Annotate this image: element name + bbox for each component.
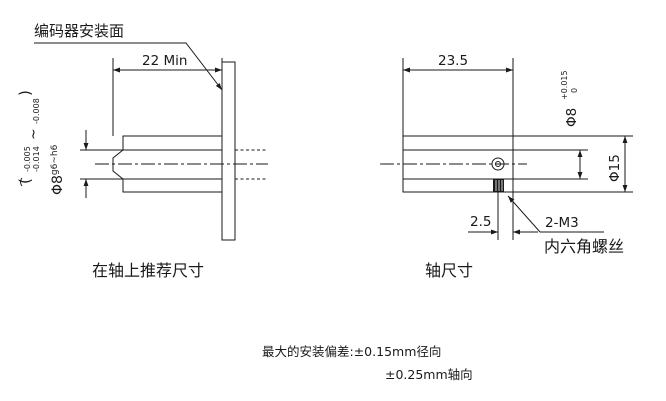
right-caption: 轴尺寸 <box>425 261 473 280</box>
left-tol-lower: -0.014 <box>32 146 41 172</box>
left-caption: 在轴上推荐尺寸 <box>92 261 204 280</box>
left-dia-label: Φ8g6~h6 <box>50 144 66 195</box>
right-dia8-tol-lower: 0 <box>570 88 579 93</box>
left-surface-label: 编码器安装面 <box>34 22 124 40</box>
right-sleeve-top <box>402 135 514 151</box>
left-tol-bracket-open <box>20 177 23 187</box>
left-sleeve-bottom <box>122 178 223 193</box>
right-dim-2-5-text: 2.5 <box>470 214 491 230</box>
left-sleeve-top <box>122 135 223 151</box>
left-tol-lower2: -0.008 <box>32 98 41 124</box>
left-tol-tilde: ~ <box>26 128 42 140</box>
left-view: 22 Min 编码器安装面 Φ8g6~h6 ( -0.005 -0.014 ~ … <box>16 22 268 280</box>
left-mounting-wall <box>221 61 236 241</box>
right-screw-size: 2-M3 <box>545 215 579 231</box>
left-dim-22-text: 22 Min <box>142 53 187 69</box>
right-view: 23.5 Φ8 +0.015 0 Φ15 2.5 2-M3 内六角螺丝 轴尺寸 <box>380 53 633 280</box>
right-set-screw <box>493 179 504 192</box>
left-tol-paren-close: ) <box>16 90 34 96</box>
right-dim-23-5-text: 23.5 <box>438 53 468 69</box>
right-dia8-tol-upper: +0.015 <box>560 70 569 100</box>
left-surface-leader <box>34 42 223 91</box>
note-line-1: 最大的安装偏差:±0.15mm径向 <box>262 344 441 359</box>
left-bore-chamfer <box>112 149 124 180</box>
right-dia8-label: Φ8 <box>564 108 580 127</box>
right-screw-leader <box>507 195 604 233</box>
left-tol-paren: ( <box>16 178 34 184</box>
right-dia15-label: Φ15 <box>607 154 623 182</box>
right-screw-label: 内六角螺丝 <box>544 237 624 256</box>
note-line-2: ±0.25mm轴向 <box>385 367 473 382</box>
left-tol-upper: -0.005 <box>23 146 32 172</box>
